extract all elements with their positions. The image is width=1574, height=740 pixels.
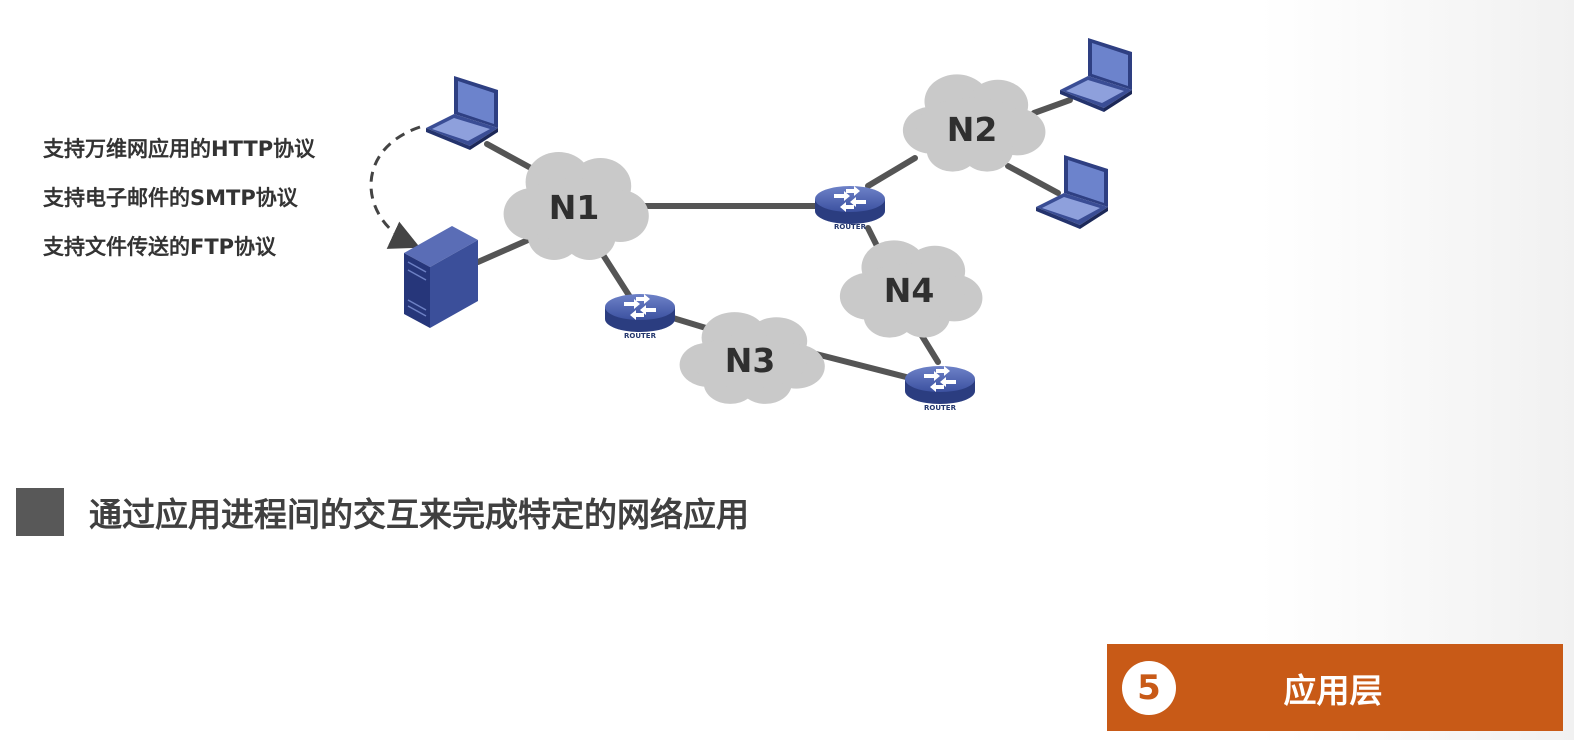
router-label-left: ROUTER <box>624 332 657 340</box>
cloud-label-n4: N4 <box>884 271 935 310</box>
network-topology-diagram: N1 N2 N3 N4 ROUTER ROUTER ROUTER <box>369 38 1132 412</box>
router-bottom <box>905 366 975 404</box>
server-icon <box>404 226 478 328</box>
link-n2-laptop-top <box>1031 97 1073 116</box>
cloud-label-n2: N2 <box>947 110 998 149</box>
layer-number: 5 <box>1122 660 1176 715</box>
protocol-list: 支持万维网应用的HTTP协议 支持电子邮件的SMTP协议 支持文件传送的FTP协… <box>43 132 373 279</box>
bullet-square-icon <box>16 488 64 536</box>
router-left <box>605 294 675 332</box>
protocol-ftp: 支持文件传送的FTP协议 <box>43 235 277 259</box>
layer-badge: 5 应用层 <box>1107 644 1563 731</box>
protocol-smtp: 支持电子邮件的SMTP协议 <box>43 186 298 210</box>
protocol-http: 支持万维网应用的HTTP协议 <box>43 137 316 161</box>
link-router-top-n2 <box>865 155 918 189</box>
laptop-icon <box>426 76 498 150</box>
link-n4-router-bottom <box>919 333 941 365</box>
cloud-label-n3: N3 <box>725 341 776 380</box>
links <box>475 97 1073 381</box>
link-router-left-n3 <box>670 315 709 331</box>
heading-text: 通过应用进程间的交互来完成特定的网络应用 <box>89 495 749 534</box>
laptop-icon <box>1036 155 1108 229</box>
layer-title: 应用层 <box>1283 670 1383 710</box>
router-label-top: ROUTER <box>834 223 867 231</box>
router-label-bottom: ROUTER <box>924 404 957 412</box>
cloud-label-n1: N1 <box>549 188 600 227</box>
link-n3-router-bottom <box>813 351 913 381</box>
link-server-n1 <box>475 237 531 265</box>
section-heading: 通过应用进程间的交互来完成特定的网络应用 <box>16 488 749 536</box>
request-arrow <box>369 125 421 249</box>
router-top <box>815 186 885 224</box>
link-n2-laptop-bottom <box>1005 163 1061 196</box>
